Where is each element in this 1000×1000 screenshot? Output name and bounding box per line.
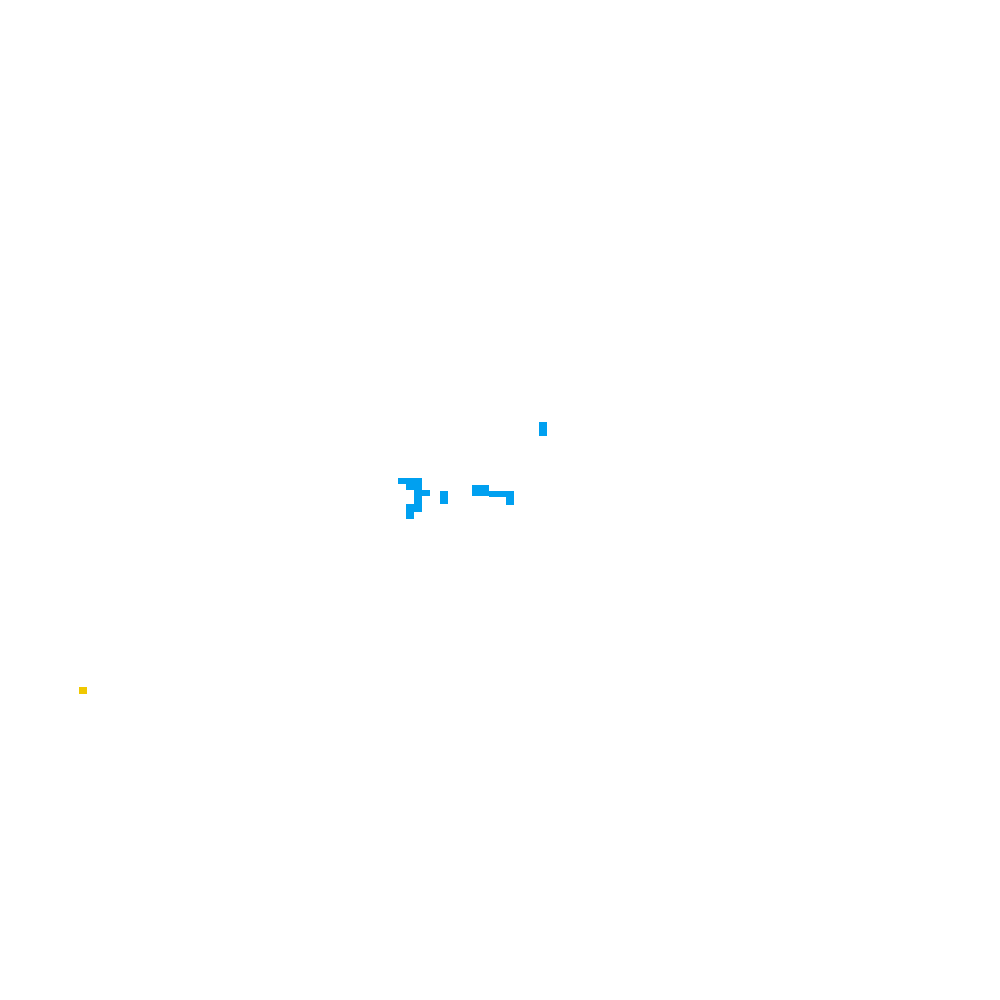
cyan-block — [414, 490, 430, 496]
cyan-block — [406, 504, 422, 512]
cyan-block — [506, 497, 514, 505]
cyan-block — [440, 491, 448, 504]
cyan-block — [414, 496, 422, 504]
cyan-block — [398, 478, 422, 484]
cyan-block — [539, 422, 547, 436]
cyan-block — [472, 485, 489, 496]
cyan-block — [406, 484, 422, 490]
cyan-block — [489, 491, 514, 497]
cyan-block — [406, 512, 414, 519]
yellow-block — [79, 687, 87, 694]
